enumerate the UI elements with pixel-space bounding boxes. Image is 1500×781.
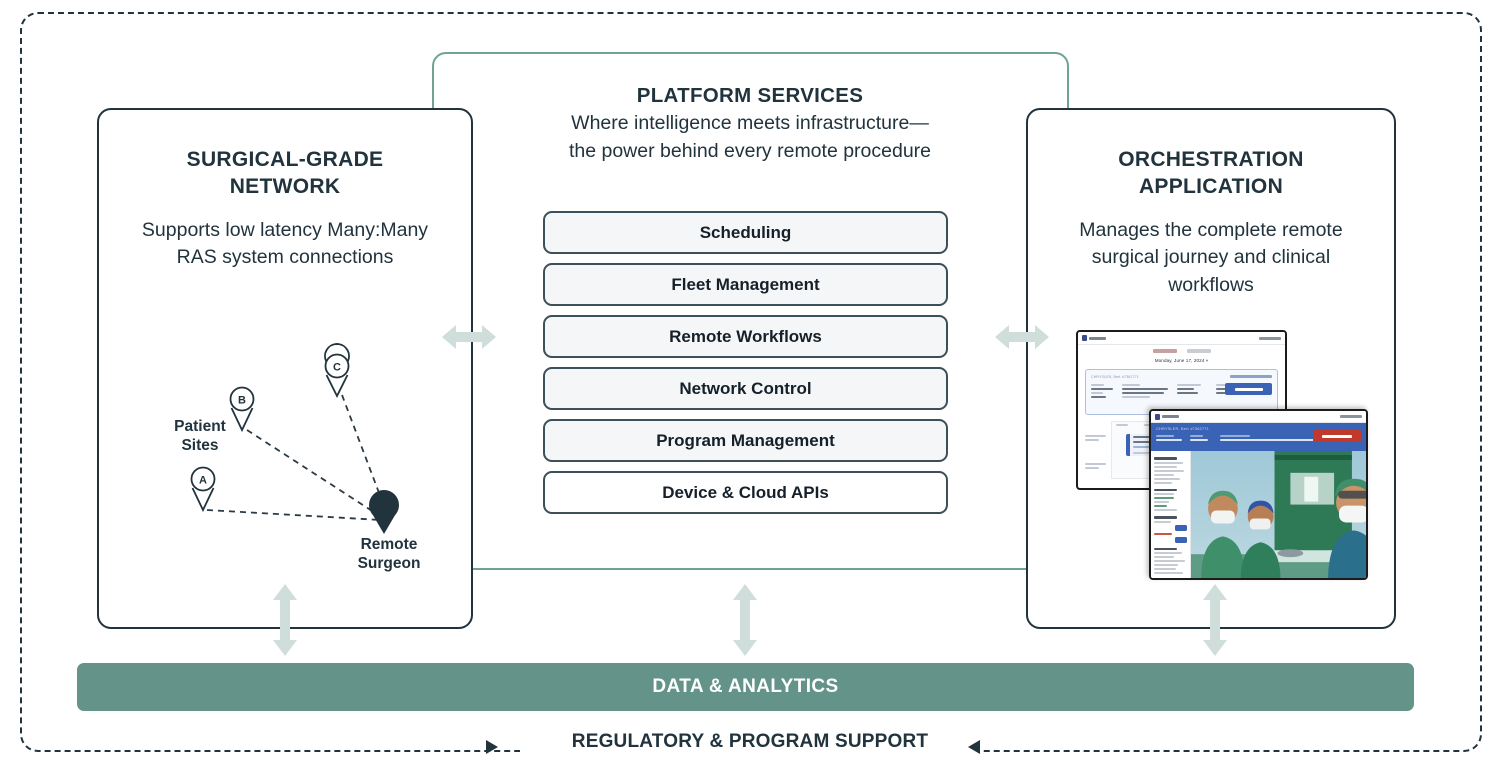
app-user-menu[interactable]: [1259, 336, 1281, 340]
map-pin-c: C: [324, 343, 350, 399]
schedule-date: Monday, June 17, 2024 ▾: [1078, 355, 1285, 369]
app-topbar: [1078, 332, 1285, 345]
case-col-2: [1122, 384, 1168, 398]
remote-surgeon-label: Remote Surgeon: [357, 536, 421, 573]
live-room-patient-id: #7362771: [1190, 426, 1209, 431]
map-pin-a: A: [190, 466, 216, 513]
app-window-live-room[interactable]: CHRYSLER, Bert #7362771: [1149, 409, 1368, 580]
service-label: Scheduling: [699, 222, 792, 242]
tab-schedule[interactable]: [1186, 349, 1211, 353]
service-item-program-management[interactable]: Program Management: [543, 419, 948, 462]
leave-room-button[interactable]: [1313, 430, 1361, 442]
left-panel-title-line1: SURGICAL-GRADE: [186, 148, 384, 171]
live-room-header: CHRYSLER, Bert #7362771: [1151, 423, 1366, 451]
platform-services-list: Scheduling Fleet Management Remote Workf…: [543, 211, 948, 523]
arrow-network-to-platform-icon: [432, 318, 506, 356]
data-analytics-label: DATA & ANALYTICS: [652, 676, 839, 697]
sidebar-action-button[interactable]: [1175, 536, 1187, 543]
regulatory-support-label: REGULATORY & PROGRAM SUPPORT: [571, 731, 929, 752]
left-panel-description: Supports low latency Many:Many RAS syste…: [141, 218, 429, 269]
service-item-scheduling[interactable]: Scheduling: [543, 211, 948, 254]
svg-text:A: A: [199, 475, 207, 487]
app-logo-icon: [1155, 413, 1179, 420]
service-item-fleet-management[interactable]: Fleet Management: [543, 263, 948, 306]
service-item-network-control[interactable]: Network Control: [543, 367, 948, 410]
platform-subtitle-line1: Where intelligence meets infrastructure—: [571, 112, 929, 134]
live-room-patient-name: CHRYSLER, Bert #7362771: [1156, 426, 1209, 431]
service-label: Fleet Management: [671, 274, 820, 294]
sidebar-action-button[interactable]: [1175, 524, 1187, 531]
service-label: Program Management: [656, 430, 835, 450]
operating-room-video[interactable]: [1191, 451, 1366, 578]
app-logo-icon: [1082, 335, 1106, 341]
svg-text:C: C: [333, 362, 341, 374]
case-col-1: [1091, 384, 1113, 398]
platform-services-title: PLATFORM SERVICES: [636, 84, 864, 107]
right-panel-title-line2: APPLICATION: [1138, 175, 1284, 199]
schedule-row-labels: [1085, 421, 1111, 479]
app-tab-bar: [1078, 345, 1285, 355]
case-patient-name: CHRYSLER, Bert #7362771: [1091, 375, 1139, 379]
live-room-meta: [1156, 435, 1361, 441]
map-pin-remote-surgeon: [369, 490, 399, 534]
tab-rooms[interactable]: [1152, 349, 1177, 353]
service-label: Device & Cloud APIs: [662, 482, 829, 502]
left-panel-title-line2: NETWORK: [229, 175, 341, 199]
surgical-grade-network-panel: SURGICAL-GRADE NETWORK Supports low late…: [97, 108, 473, 629]
live-room-body: [1151, 451, 1366, 578]
service-label: Remote Workflows: [669, 326, 822, 346]
right-panel-title: ORCHESTRATION APPLICATION: [1028, 146, 1394, 201]
app-user-menu[interactable]: [1340, 415, 1362, 418]
calendar-icon[interactable]: ▾: [1205, 358, 1209, 363]
arrow-platform-to-data-icon: [727, 578, 763, 662]
frame-label-mask: [520, 730, 980, 766]
arrow-orchestration-to-data-icon: [1197, 578, 1233, 662]
patient-sites-label: Patient Sites: [174, 418, 226, 455]
live-room-sidebar[interactable]: [1151, 451, 1191, 578]
arrow-network-to-data-icon: [267, 578, 303, 662]
case-patient-id: #7362771: [1122, 375, 1139, 379]
platform-subtitle-line2: the power behind every remote procedure: [568, 139, 932, 162]
orchestration-app-screenshots: Monday, June 17, 2024 ▾ CHRYSLER, Bert #…: [1076, 330, 1376, 585]
left-panel-title: SURGICAL-GRADE NETWORK: [99, 146, 471, 201]
service-item-device-cloud-apis[interactable]: Device & Cloud APIs: [543, 471, 948, 514]
right-panel-title-line1: ORCHESTRATION: [1118, 148, 1304, 171]
case-col-3: [1177, 384, 1207, 398]
data-analytics-band: DATA & ANALYTICS: [77, 663, 1414, 711]
schedule-date-text: Monday, June 17, 2024: [1154, 358, 1205, 363]
arrow-platform-to-orchestration-icon: [985, 318, 1059, 356]
service-label: Network Control: [679, 378, 812, 398]
platform-services-subtitle: Where intelligence meets infrastructure—…: [420, 110, 1080, 165]
regulatory-arrow-left-icon: [486, 740, 498, 754]
room-status-label: [1230, 375, 1272, 378]
regulatory-arrow-right-icon: [968, 740, 980, 754]
enter-room-button[interactable]: [1225, 383, 1272, 395]
live-room-topbar: [1151, 411, 1366, 423]
right-panel-description: Manages the complete remote surgical jou…: [1079, 218, 1343, 296]
network-map: C B A Patie: [99, 110, 475, 631]
service-item-remote-workflows[interactable]: Remote Workflows: [543, 315, 948, 358]
map-pin-b: B: [229, 386, 255, 433]
svg-text:B: B: [238, 395, 246, 407]
